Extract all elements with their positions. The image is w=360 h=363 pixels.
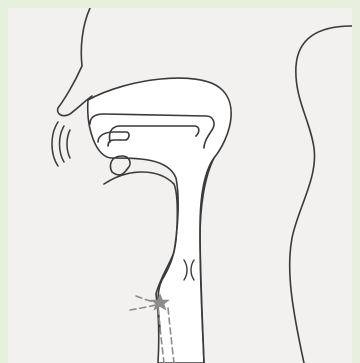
neck-back-outline bbox=[290, 26, 352, 363]
head-profile-outline bbox=[58, 8, 92, 116]
illustration-panel bbox=[8, 8, 352, 363]
vocal-tract-diagram bbox=[8, 8, 352, 363]
sound-waves-icon bbox=[52, 122, 70, 166]
tongue bbox=[104, 172, 177, 240]
